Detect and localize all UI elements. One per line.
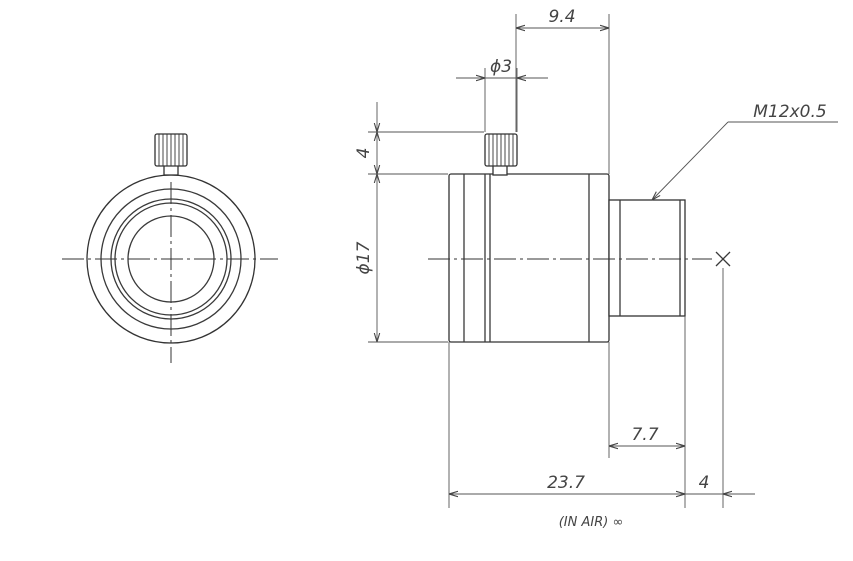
thread-mount (608, 199, 686, 317)
side-screw-knurl (488, 134, 514, 166)
dim-top-length: 9.4 (515, 7, 610, 174)
dim-total-length: 23.7 (448, 342, 686, 508)
dim-back-focus-label: 7.7 (631, 425, 658, 445)
dim-screw-height-label: 4 (354, 148, 374, 159)
dim-screw-height: 4 (354, 102, 484, 175)
dim-body-diameter: ϕ17 (354, 174, 448, 343)
lens-body (448, 173, 610, 343)
dim-screw-diameter-label: ϕ3 (490, 57, 512, 77)
dim-top-length-label: 9.4 (548, 7, 575, 27)
dim-thread-spec: M12x0.5 (652, 102, 838, 200)
dim-back-focus: 7.7 (608, 316, 686, 458)
dim-thread-spec-label: M12x0.5 (753, 102, 826, 122)
side-view (428, 133, 731, 343)
focus-note: (IN AIR) ∞ (559, 515, 624, 530)
dim-focus-offset: 4 (685, 268, 755, 508)
dim-focus-offset-label: 4 (699, 473, 710, 493)
dim-total-length-label: 23.7 (547, 473, 585, 493)
focal-point-marker (715, 251, 731, 267)
dim-body-diameter-label: ϕ17 (354, 241, 374, 274)
screw-knurl (158, 134, 184, 166)
front-view (62, 133, 278, 363)
dim-screw-diameter: ϕ3 (456, 57, 548, 132)
